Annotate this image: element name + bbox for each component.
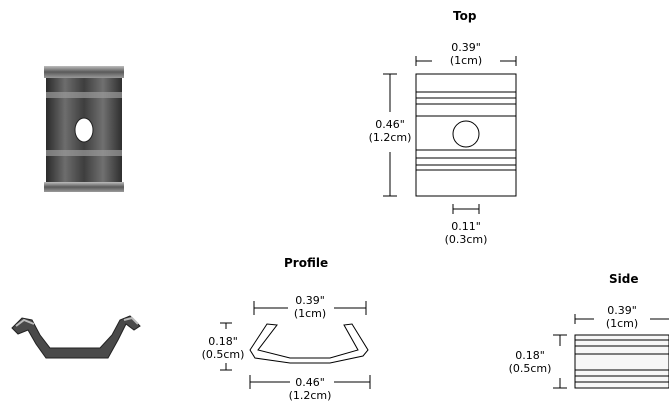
side-height-inches: 0.18" bbox=[515, 349, 545, 362]
side-drawing bbox=[553, 314, 669, 389]
top-width-cm: (1cm) bbox=[449, 54, 483, 67]
profile-bottom-width-cm: (1.2cm) bbox=[288, 389, 332, 402]
clip-photo-profile bbox=[11, 315, 141, 359]
heading-top: Top bbox=[453, 9, 477, 23]
top-hole-cm: (0.3cm) bbox=[444, 233, 488, 246]
heading-profile: Profile bbox=[284, 256, 329, 270]
profile-drawing bbox=[220, 301, 371, 389]
side-height-cm: (0.5cm) bbox=[508, 362, 552, 375]
top-hole-label: 0.11" (0.3cm) bbox=[438, 220, 494, 246]
top-height-label: 0.46" (1.2cm) bbox=[362, 118, 418, 144]
side-width-inches: 0.39" bbox=[607, 304, 637, 317]
heading-side: Side bbox=[609, 272, 639, 286]
profile-bottom-width-inches: 0.46" bbox=[295, 376, 325, 389]
top-width-inches: 0.39" bbox=[451, 41, 481, 54]
clip-photo-top bbox=[44, 66, 124, 192]
top-height-cm: (1.2cm) bbox=[368, 131, 412, 144]
profile-bottom-width-label: 0.46" (1.2cm) bbox=[282, 376, 338, 402]
profile-height-inches: 0.18" bbox=[208, 335, 238, 348]
side-height-label: 0.18" (0.5cm) bbox=[502, 349, 558, 375]
profile-height-label: 0.18" (0.5cm) bbox=[195, 335, 251, 361]
top-width-label: 0.39" (1cm) bbox=[438, 41, 494, 67]
top-height-inches: 0.46" bbox=[375, 118, 405, 131]
profile-height-cm: (0.5cm) bbox=[201, 348, 245, 361]
profile-top-width-label: 0.39" (1cm) bbox=[282, 294, 338, 320]
profile-top-width-inches: 0.39" bbox=[295, 294, 325, 307]
profile-top-width-cm: (1cm) bbox=[293, 307, 327, 320]
side-width-cm: (1cm) bbox=[605, 317, 639, 330]
top-hole-inches: 0.11" bbox=[451, 220, 481, 233]
side-width-label: 0.39" (1cm) bbox=[594, 304, 650, 330]
top-view-drawing bbox=[383, 56, 517, 214]
